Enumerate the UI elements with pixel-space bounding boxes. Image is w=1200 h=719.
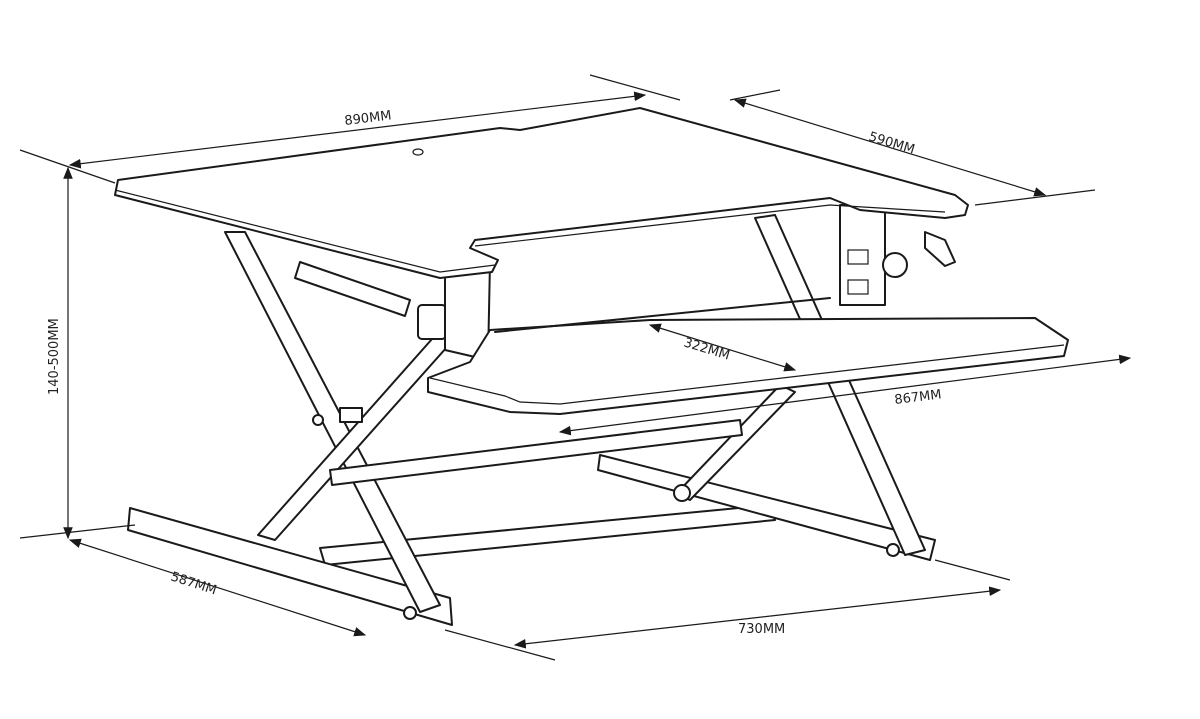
dimension-lines <box>19 74 1132 661</box>
gas-spring <box>294 204 956 361</box>
label-top-depth: 590MM <box>867 129 917 157</box>
label-height-range: 140-500MM <box>47 318 62 395</box>
base-frame <box>127 454 936 626</box>
label-top-width: 890MM <box>344 108 393 129</box>
label-tray-width: 867MM <box>894 387 943 408</box>
label-base-depth: 587MM <box>169 570 219 599</box>
label-base-width: 730MM <box>738 622 785 637</box>
